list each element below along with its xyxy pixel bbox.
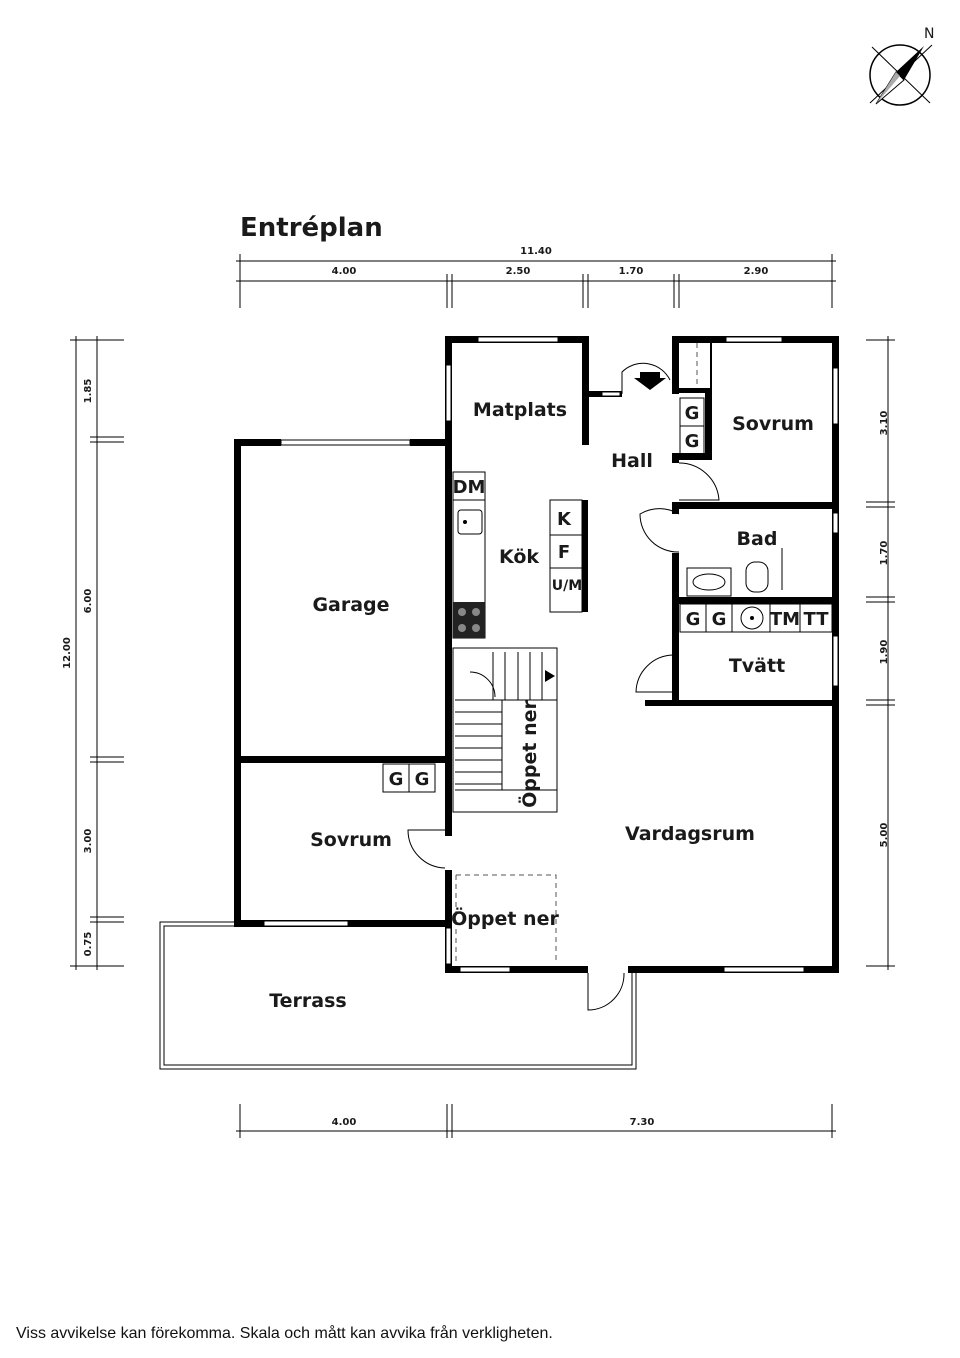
room-sovrum-bottom: Sovrum — [310, 829, 392, 851]
windows — [263, 336, 839, 973]
fixture-freezer: F — [558, 542, 570, 563]
dim-right-1: 3.10 — [879, 411, 890, 436]
fixture-wardrobe-5: G — [686, 609, 701, 630]
compass-icon — [869, 44, 933, 106]
room-tvatt: Tvätt — [729, 655, 785, 677]
fixture-dishwasher: DM — [453, 477, 486, 498]
room-oppet-ner-lower: Öppet ner — [451, 906, 559, 930]
open-area-lines — [455, 343, 698, 964]
dim-top-2: 2.50 — [506, 266, 531, 277]
fixture-washer: TM — [770, 609, 800, 630]
dim-left-3: 3.00 — [83, 829, 94, 854]
fixture-wardrobe-1: G — [685, 403, 700, 424]
room-bad: Bad — [737, 528, 778, 550]
dim-right-2: 1.70 — [879, 541, 890, 566]
dimension-lines — [70, 254, 895, 1138]
kitchen-island — [549, 499, 583, 613]
room-matplats: Matplats — [473, 399, 567, 421]
dim-left-2: 6.00 — [83, 589, 94, 614]
fixture-wardrobe-2: G — [685, 431, 700, 452]
dim-top-4: 2.90 — [744, 266, 769, 277]
disclaimer: Viss avvikelse kan förekomma. Skala och … — [16, 1325, 553, 1342]
terrace-outline — [159, 921, 637, 1070]
fixture-wardrobe-6: G — [712, 609, 727, 630]
north-label: N — [924, 26, 934, 42]
doors — [407, 362, 720, 1011]
dim-top-total: 11.40 — [520, 246, 552, 257]
dim-bottom-1: 4.00 — [332, 1117, 357, 1128]
dim-right-4: 5.00 — [879, 823, 890, 848]
dim-top-1: 4.00 — [332, 266, 357, 277]
room-garage: Garage — [312, 594, 389, 616]
room-vardagsrum: Vardagsrum — [625, 823, 755, 845]
dim-top-3: 1.70 — [619, 266, 644, 277]
dim-right-3: 1.90 — [879, 640, 890, 665]
dim-left-1: 1.85 — [83, 379, 94, 404]
staircase — [452, 647, 558, 813]
fixture-wardrobe-3: G — [389, 769, 404, 790]
fixture-wardrobe-4: G — [415, 769, 430, 790]
plan-title: Entréplan — [240, 213, 383, 243]
dim-left-4: 0.75 — [83, 932, 94, 957]
room-sovrum-top: Sovrum — [732, 413, 814, 435]
room-hall: Hall — [611, 450, 653, 472]
fixture-dryer: TT — [804, 609, 830, 630]
room-kok: Kök — [499, 546, 539, 568]
bathroom-fixtures — [686, 548, 783, 630]
storage-boxes — [382, 397, 833, 793]
room-terrass: Terrass — [269, 990, 347, 1012]
fixture-oven-micro: U/M — [552, 578, 582, 594]
dim-left-total: 12.00 — [62, 637, 73, 669]
kitchen-counter — [452, 471, 486, 639]
room-oppet-ner-stair: Öppet ner — [517, 700, 541, 808]
fixture-fridge: K — [557, 509, 572, 530]
dim-bottom-2: 7.30 — [630, 1117, 655, 1128]
